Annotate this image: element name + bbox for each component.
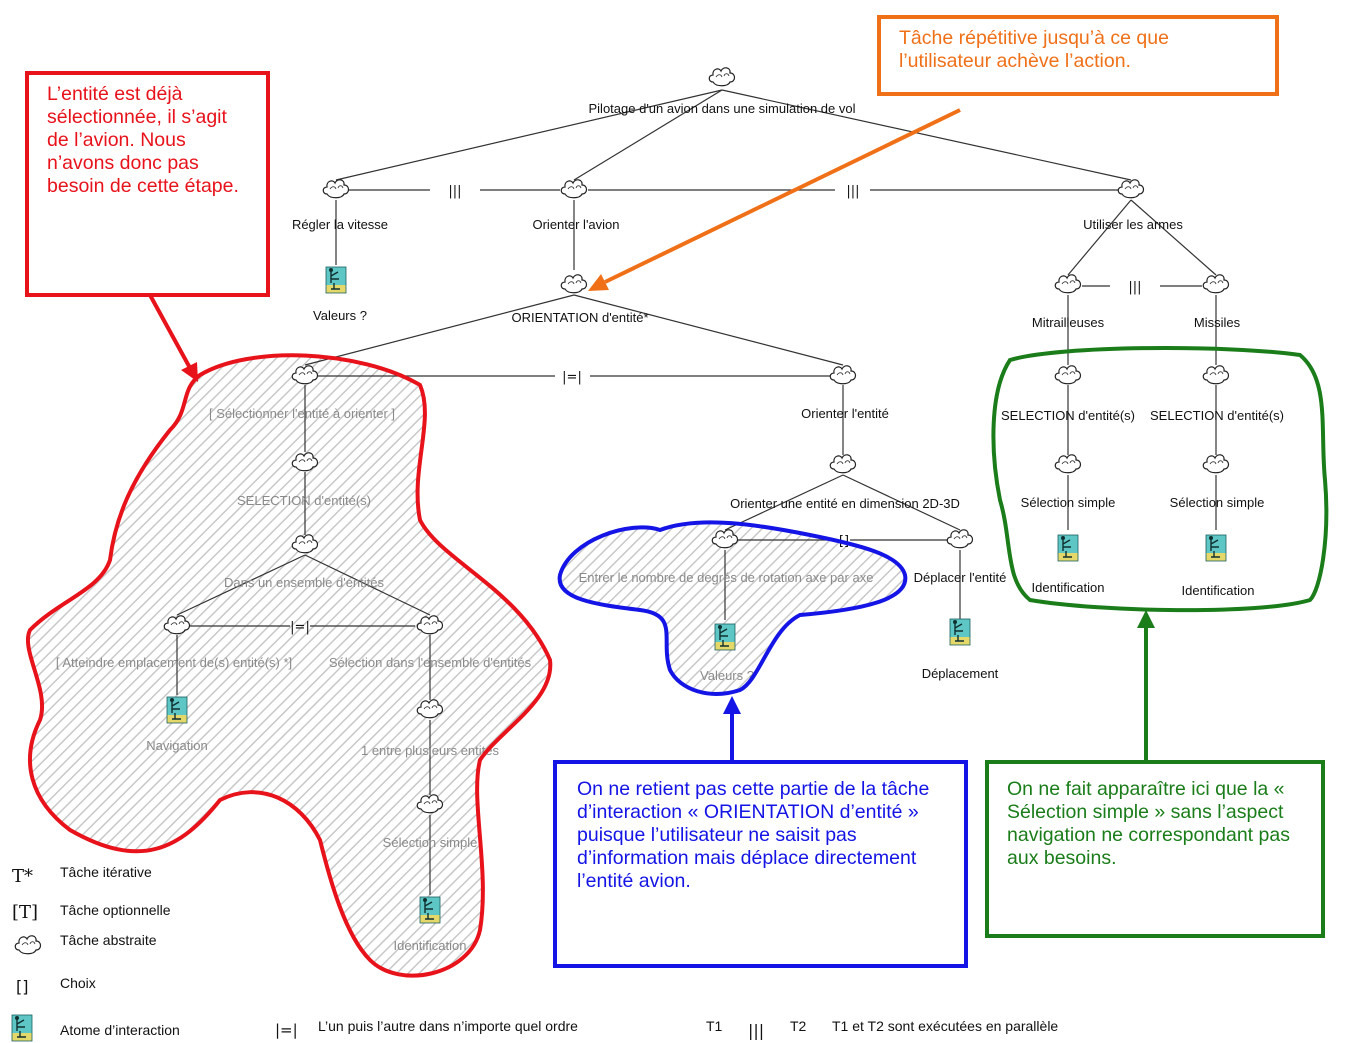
cloud-icon	[708, 67, 736, 87]
blue-arrow-head	[723, 696, 741, 714]
cloud-icon	[1054, 274, 1082, 294]
task-label: Utiliser les armes	[1083, 217, 1183, 232]
orange-annotation-text: Tâche répétitive jusqu’à ce que l’utilis…	[899, 27, 1169, 72]
legend-choice-symbol: []	[16, 977, 28, 996]
task-label: Dans un ensemble d'entités	[224, 575, 385, 590]
legend: T* Tâche itérative [T] Tâche optionnelle…	[11, 864, 1058, 1042]
task-label: Valeurs ?	[700, 668, 754, 683]
red-arrow-head	[181, 362, 198, 382]
task-label: SELECTION d'entité(s)	[1150, 408, 1284, 423]
task-label: SELECTION d'entité(s)	[1001, 408, 1135, 423]
interaction-atom-icon	[1057, 534, 1079, 562]
cloud-icon	[1117, 179, 1145, 199]
green-annotation-box: On ne fait apparaître ici que la « Sélec…	[985, 760, 1325, 938]
orange-annotation-box: Tâche répétitive jusqu’à ce que l’utilis…	[877, 15, 1279, 96]
legend-optional-symbol: [T]	[12, 902, 38, 923]
task-label: Régler la vitesse	[292, 217, 388, 232]
task-label: Navigation	[146, 738, 207, 753]
legend-iterative-text: Tâche itérative	[60, 864, 152, 880]
operator-parallel: |||	[846, 184, 859, 199]
task-label: SELECTION d'entité(s)	[237, 493, 371, 508]
blue-annotation-text: On ne retient pas cette partie de la tâc…	[577, 778, 930, 892]
task-label: Missiles	[1194, 315, 1241, 330]
tree-edges	[176, 89, 1217, 895]
task-label: Orienter l'entité	[801, 406, 889, 421]
task-label: Sélection simple	[1170, 495, 1265, 510]
cloud-icon	[322, 179, 350, 199]
red-annotation-box: L’entité est déjà sélectionnée, il s’agi…	[25, 71, 270, 297]
hatched-region-entrer	[559, 522, 906, 694]
task-label: [ Atteindre emplacement de(s) entité(s) …	[56, 655, 292, 670]
cloud-icon	[829, 365, 857, 385]
operator-any-order: |=|	[562, 370, 582, 385]
legend-parallel-text: T1 et T2 sont exécutées en parallèle	[832, 1018, 1058, 1034]
task-label: Identification	[394, 938, 467, 953]
cloud-icon	[560, 274, 588, 294]
task-label: Entrer le nombre de degrés de rotation a…	[579, 570, 874, 585]
green-annotation-text: On ne fait apparaître ici que la « Sélec…	[1007, 778, 1290, 869]
task-label: 1 entre plusieurs entités	[361, 743, 500, 758]
cloud-icon	[14, 935, 42, 955]
cloud-icon	[1202, 365, 1230, 385]
interaction-atom-icon	[949, 618, 971, 646]
operator-parallel: |||	[448, 184, 461, 199]
interaction-atom-icon	[419, 896, 441, 924]
hatched-region-selection	[27, 355, 551, 976]
operator-any-order: |=|	[290, 620, 310, 635]
green-arrow-head	[1137, 610, 1155, 628]
legend-parallel-symbol: |||	[748, 1021, 764, 1040]
cloud-icon	[946, 529, 974, 549]
cloud-icon	[1202, 454, 1230, 474]
legend-optional-text: Tâche optionnelle	[60, 902, 171, 918]
cloud-icon	[1202, 274, 1230, 294]
legend-any-order-symbol: |=|	[275, 1021, 298, 1039]
interaction-atom-icon	[714, 623, 736, 651]
legend-abstract-text: Tâche abstraite	[60, 932, 157, 948]
legend-t1: T1	[706, 1018, 723, 1034]
operator-parallel: |||	[1128, 280, 1141, 295]
orange-arrow-head	[588, 274, 609, 291]
task-label: Déplacement	[922, 666, 999, 681]
interaction-atom-icon	[166, 696, 188, 724]
task-label: ORIENTATION d'entité*	[511, 310, 648, 325]
interaction-atom-icon	[1205, 534, 1227, 562]
cloud-icon	[560, 179, 588, 199]
task-label: Sélection dans l'ensemble d'entités	[329, 655, 532, 670]
task-label: [ Sélectionner l'entité à orienter ]	[209, 406, 395, 421]
task-label: Mitrailleuses	[1032, 315, 1105, 330]
legend-any-order-text: L’un puis l’autre dans n’importe quel or…	[318, 1018, 578, 1034]
task-label: Orienter une entité en dimension 2D-3D	[730, 496, 960, 511]
interaction-atom-icon	[11, 1014, 33, 1042]
task-label: Identification	[1182, 583, 1255, 598]
legend-atom-text: Atome d’interaction	[60, 1022, 180, 1038]
task-label: Valeurs ?	[313, 308, 367, 323]
cloud-icon	[1054, 365, 1082, 385]
task-label: Sélection simple	[1021, 495, 1116, 510]
cloud-icon	[1054, 454, 1082, 474]
task-label: Sélection simple	[383, 835, 478, 850]
legend-t2: T2	[790, 1018, 807, 1034]
root-task-label: Pilotage d'un avion dans une simulation …	[589, 101, 856, 116]
legend-choice-text: Choix	[60, 975, 96, 991]
task-label: Identification	[1032, 580, 1105, 595]
legend-iterative-symbol: T*	[12, 866, 33, 887]
blue-annotation-box: On ne retient pas cette partie de la tâc…	[553, 760, 968, 968]
cloud-icon	[829, 454, 857, 474]
green-outline	[991, 346, 1329, 613]
red-outline	[26, 353, 553, 978]
blue-outline	[557, 520, 908, 696]
red-annotation-text: L’entité est déjà sélectionnée, il s’agi…	[47, 83, 239, 197]
operators: ||| ||| ||| |=| |=| []	[290, 184, 1141, 635]
task-label: Déplacer l'entité	[914, 570, 1007, 585]
node-labels: Pilotage d'un avion dans une simulation …	[56, 101, 1284, 953]
task-label: Orienter l'avion	[532, 217, 619, 232]
interaction-atom-icon	[325, 266, 347, 294]
